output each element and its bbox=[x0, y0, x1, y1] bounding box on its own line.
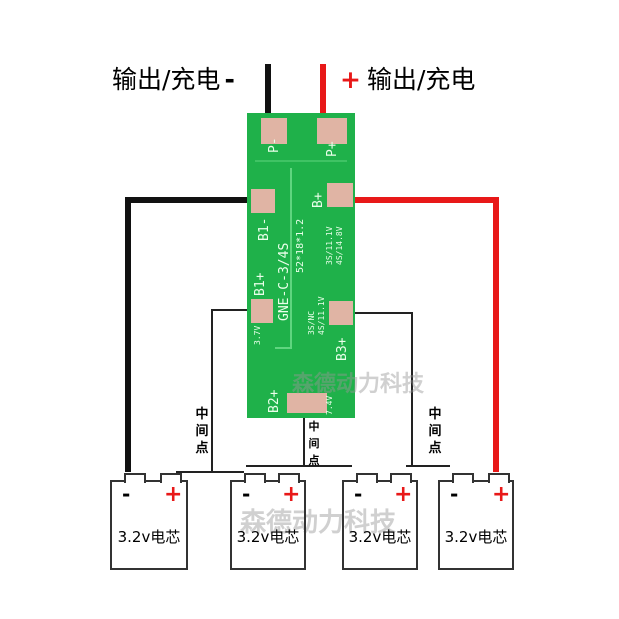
pad-label-p-plus: P+ bbox=[325, 141, 340, 157]
b-minus-wire bbox=[125, 197, 262, 472]
minus-sign: - bbox=[224, 65, 235, 94]
pad-b3-plus bbox=[329, 301, 353, 325]
cell-pos-terminal bbox=[488, 473, 510, 483]
cell-neg-sign: - bbox=[450, 482, 459, 506]
cell-neg-terminal bbox=[124, 473, 146, 483]
cell-pos-sign: + bbox=[282, 482, 301, 507]
cell-pos-terminal bbox=[278, 473, 300, 483]
board-size: 52*18*1.2 bbox=[295, 218, 306, 273]
b-plus-wire bbox=[336, 197, 499, 472]
voltage-b-plus-4s: 4S/14.8V bbox=[335, 226, 344, 265]
cell-label: 3.2v电芯 bbox=[348, 528, 412, 546]
cell-neg-sign: - bbox=[122, 482, 131, 506]
cell-neg-terminal bbox=[452, 473, 474, 483]
b1-balance-wire bbox=[176, 309, 256, 473]
watermark-board: 森德动力科技 bbox=[292, 372, 425, 397]
board-model: GNE-C-3/4S bbox=[277, 242, 292, 321]
cell-label: 3.2v电芯 bbox=[444, 528, 508, 546]
battery-cell-4: - + 3.2v电芯 bbox=[438, 473, 514, 570]
cell-pos-sign: + bbox=[164, 482, 183, 507]
pcb-traces bbox=[255, 160, 347, 349]
cell-label: 3.2v电芯 bbox=[117, 528, 181, 546]
mid-point-label-left: 中 间 点 bbox=[195, 407, 209, 456]
pad-p-plus bbox=[317, 118, 347, 144]
output-positive-text: 输出/充电 bbox=[366, 65, 476, 94]
watermark-cells: 森德动力科技 bbox=[240, 508, 397, 538]
mid-point-label-right: 中 间 点 bbox=[428, 407, 442, 456]
cell-pos-terminal bbox=[390, 473, 412, 483]
battery-cell-3: - + 3.2v电芯 bbox=[342, 473, 418, 570]
cell-neg-sign: - bbox=[242, 482, 251, 506]
cell-pos-terminal bbox=[160, 473, 182, 483]
pad-label-b2-plus: B2+ bbox=[267, 389, 282, 413]
cell-label: 3.2v电芯 bbox=[236, 528, 300, 546]
voltage-b3-3s: 3S/NC bbox=[307, 310, 316, 335]
battery-cell-1: - + 3.2v电芯 bbox=[110, 473, 188, 570]
output-positive-label: +输出/充电 bbox=[340, 60, 475, 96]
pad-b-plus bbox=[327, 183, 353, 207]
pad-label-b3-plus: B3+ bbox=[335, 337, 350, 361]
b3-balance-wire bbox=[348, 312, 413, 467]
cell-neg-terminal bbox=[244, 473, 266, 483]
cell-pos-sign: + bbox=[394, 482, 413, 507]
pad-label-b1-plus: B1+ bbox=[253, 272, 268, 296]
mid-point-label-center: 中 间 点 bbox=[308, 420, 320, 467]
battery-cell-2: - + 3.2v电芯 bbox=[230, 473, 306, 570]
pad-b1-minus bbox=[251, 189, 275, 213]
pad-label-p-minus: P- bbox=[267, 137, 282, 153]
pad-b2-plus bbox=[287, 393, 327, 413]
pad-label-b-plus: B+ bbox=[311, 192, 326, 208]
pad-b1-plus bbox=[251, 299, 273, 323]
cell-neg-sign: - bbox=[354, 482, 363, 506]
output-negative-label: 输出/充电- bbox=[112, 60, 235, 96]
voltage-b-plus-3s: 3S/11.1V bbox=[325, 226, 334, 265]
b2-balance-wire bbox=[246, 416, 305, 467]
voltage-b3-4s: 4S/11.1V bbox=[317, 296, 326, 335]
voltage-b2: 7.4V bbox=[325, 395, 334, 415]
cell-neg-terminal bbox=[356, 473, 378, 483]
pad-p-minus bbox=[261, 118, 287, 144]
protection-board: P- P+ B1- B+ B1+ B3+ B2+ GNE-C-3/4S 52*1… bbox=[247, 113, 355, 418]
plus-sign: + bbox=[340, 65, 361, 94]
pad-label-b1-minus: B1- bbox=[257, 217, 272, 241]
voltage-b1: 3.7V bbox=[253, 325, 262, 345]
output-negative-text: 输出/充电 bbox=[112, 65, 221, 94]
cell-pos-sign: + bbox=[492, 482, 511, 507]
